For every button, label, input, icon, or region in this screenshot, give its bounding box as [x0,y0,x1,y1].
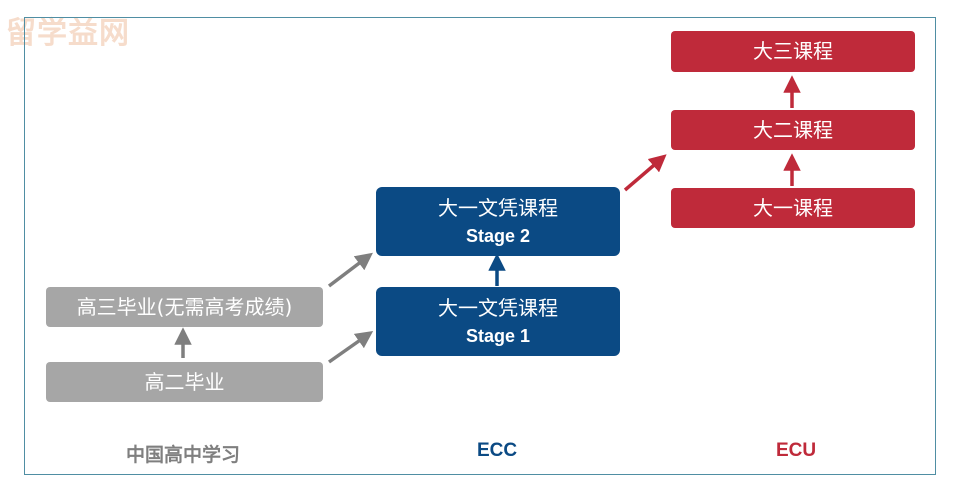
box-ecu-year2-label: 大二课程 [753,117,833,142]
box-ecc-stage1-sub: Stage 1 [465,325,531,346]
box-grade12-label: 高三毕业(无需高考成绩) [76,294,293,319]
box-ecc-stage1: 大一文凭课程 Stage 1 [376,287,620,356]
arrow-grade12-to-stage2 [327,252,373,288]
box-ecc-stage2: 大一文凭课程 Stage 2 [376,187,620,256]
column-label-ecu: ECU [775,440,817,461]
box-grade12-graduation: 高三毕业(无需高考成绩) [46,287,323,327]
arrow-stage2-to-ecu [623,154,667,192]
arrow-grade11-to-stage1 [327,330,374,364]
box-ecu-year1-label: 大一课程 [753,195,833,220]
box-ecc-stage2-sub: Stage 2 [465,225,531,246]
watermark-logo: 留学益网 [6,16,130,51]
box-ecu-year1: 大一课程 [671,188,915,228]
box-ecc-stage1-title: 大一文凭课程 [438,295,558,320]
box-ecu-year3: 大三课程 [671,31,915,72]
column-label-china: 中国高中学习 [125,444,240,466]
column-label-ecc: ECC [476,440,518,461]
box-grade11-label: 高二毕业 [144,369,225,394]
diagram-frame [24,17,936,475]
box-ecc-stage2-title: 大一文凭课程 [438,195,558,220]
box-ecu-year2: 大二课程 [671,110,915,150]
box-grade11-graduation: 高二毕业 [46,362,323,402]
box-ecu-year3-label: 大三课程 [753,39,833,63]
